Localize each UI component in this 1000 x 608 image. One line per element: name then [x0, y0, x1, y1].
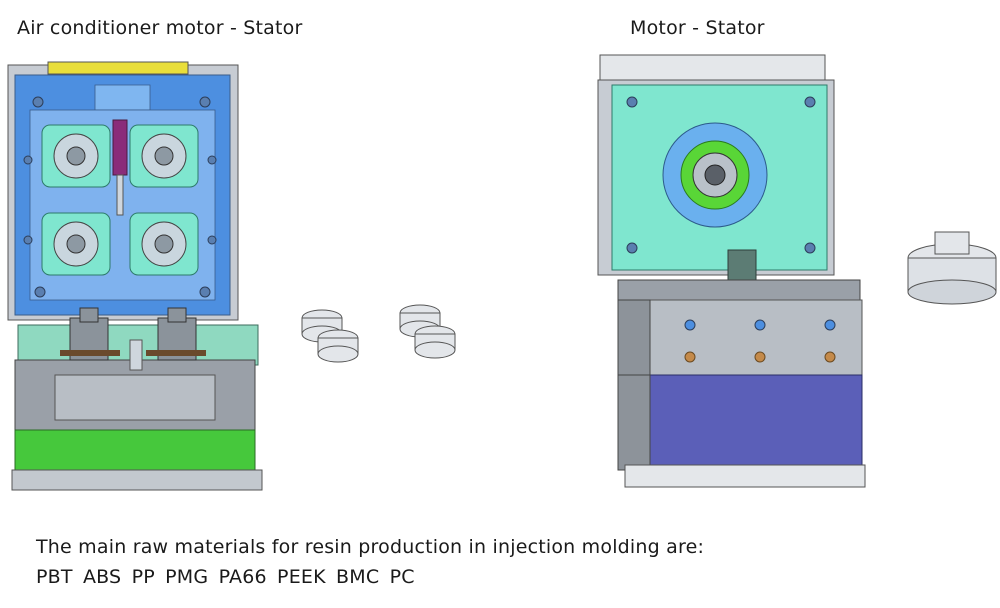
material-item: BMC	[336, 566, 380, 588]
stator-part-4	[414, 325, 456, 359]
cavity-4	[129, 212, 199, 276]
cavity-3	[41, 212, 111, 276]
right-mold-upper-half	[597, 54, 835, 276]
slot-yellow	[47, 61, 189, 75]
materials-list: PBT ABS PP PMG PA66 PEEK BMC PC	[36, 566, 415, 588]
left-mold	[7, 61, 263, 491]
purple-plate	[649, 374, 863, 471]
right-mold	[597, 54, 866, 488]
material-item: PEEK	[277, 566, 326, 588]
material-item: PA66	[218, 566, 267, 588]
left-mold-lower-half	[11, 307, 263, 491]
right-stator-part	[907, 231, 997, 305]
title-right: Motor - Stator	[630, 17, 765, 39]
left-mold-upper-half	[7, 61, 239, 321]
right-mold-lower-half	[617, 279, 866, 488]
material-item: PC	[389, 566, 415, 588]
sprue	[112, 119, 128, 176]
cavity-1	[41, 124, 111, 188]
left-stator-parts	[301, 304, 456, 363]
material-item: ABS	[82, 566, 122, 588]
caption-text: The main raw materials for resin product…	[36, 536, 705, 558]
material-item: PBT	[36, 566, 73, 588]
stator-part-2	[317, 329, 359, 363]
cavity-2	[129, 124, 199, 188]
title-left: Air conditioner motor - Stator	[17, 17, 303, 39]
material-item: PMG	[165, 566, 209, 588]
material-item: PP	[131, 566, 155, 588]
